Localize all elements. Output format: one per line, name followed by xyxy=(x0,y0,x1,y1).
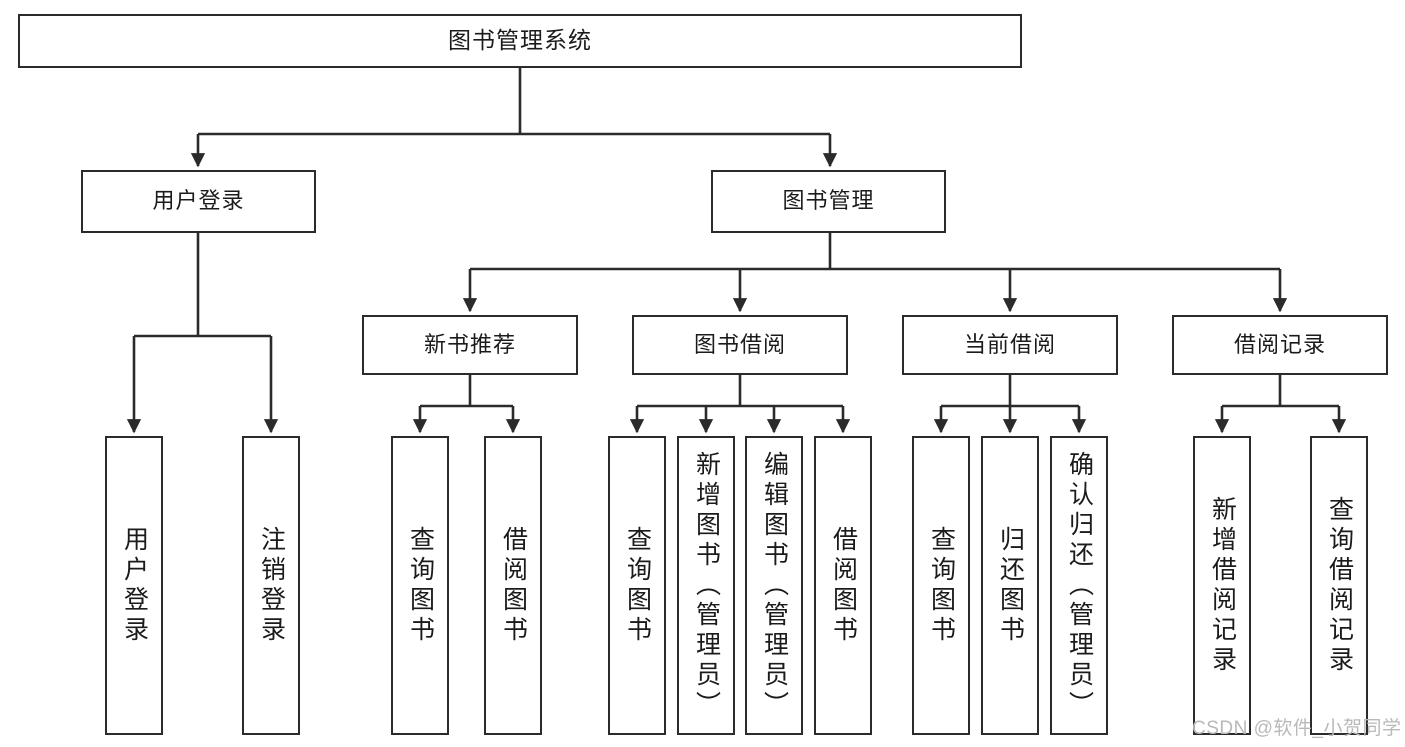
node-label: 图书管理系统 xyxy=(448,27,592,54)
leaf-recommend-borrow-book[interactable]: 借阅图书 xyxy=(484,436,542,735)
node-label: 新增借阅记录 xyxy=(1208,495,1237,676)
node-label: 借阅图书 xyxy=(499,525,528,646)
node-label: 查询图书 xyxy=(623,525,652,646)
node-root-system[interactable]: 图书管理系统 xyxy=(18,14,1022,68)
node-label: 用户登录 xyxy=(120,525,149,646)
csdn-watermark: CSDN @软件_小贺同学 xyxy=(1192,718,1402,739)
leaf-record-query-record[interactable]: 查询借阅记录 xyxy=(1310,436,1368,735)
node-new-book-recommend[interactable]: 新书推荐 xyxy=(362,315,578,375)
leaf-borrow-query-book[interactable]: 查询图书 xyxy=(608,436,666,735)
leaf-user-login-login[interactable]: 用户登录 xyxy=(105,436,163,735)
node-label: 新增图书（管理员） xyxy=(692,450,721,721)
leaf-current-return-book[interactable]: 归还图书 xyxy=(981,436,1039,735)
node-label: 图书管理 xyxy=(782,188,875,214)
leaf-recommend-query-book[interactable]: 查询图书 xyxy=(391,436,449,735)
node-label: 借阅记录 xyxy=(1233,331,1326,357)
node-label: 新书推荐 xyxy=(423,331,516,357)
leaf-borrow-add-book-admin[interactable]: 新增图书（管理员） xyxy=(677,436,735,735)
node-label: 查询借阅记录 xyxy=(1325,495,1354,676)
node-label: 查询图书 xyxy=(406,525,435,646)
leaf-user-login-logout[interactable]: 注销登录 xyxy=(242,436,300,735)
node-label: 借阅图书 xyxy=(829,525,858,646)
leaf-borrow-edit-book-admin[interactable]: 编辑图书（管理员） xyxy=(745,436,803,735)
node-book-borrow[interactable]: 图书借阅 xyxy=(632,315,848,375)
node-label: 图书借阅 xyxy=(693,331,786,357)
node-borrow-record[interactable]: 借阅记录 xyxy=(1172,315,1388,375)
node-label: 用户登录 xyxy=(152,188,245,214)
node-label: 当前借阅 xyxy=(963,331,1056,357)
node-book-management[interactable]: 图书管理 xyxy=(711,170,946,233)
leaf-record-add-record[interactable]: 新增借阅记录 xyxy=(1193,436,1251,735)
node-label: 归还图书 xyxy=(996,525,1025,646)
node-label: 注销登录 xyxy=(257,525,286,646)
node-label: 确认归还（管理员） xyxy=(1065,450,1094,721)
leaf-current-query-book[interactable]: 查询图书 xyxy=(912,436,970,735)
node-label: 查询图书 xyxy=(927,525,956,646)
leaf-current-confirm-return-admin[interactable]: 确认归还（管理员） xyxy=(1050,436,1108,735)
leaf-borrow-borrow-book[interactable]: 借阅图书 xyxy=(814,436,872,735)
node-user-login[interactable]: 用户登录 xyxy=(81,170,316,233)
node-label: 编辑图书（管理员） xyxy=(760,450,789,721)
node-current-borrow[interactable]: 当前借阅 xyxy=(902,315,1118,375)
